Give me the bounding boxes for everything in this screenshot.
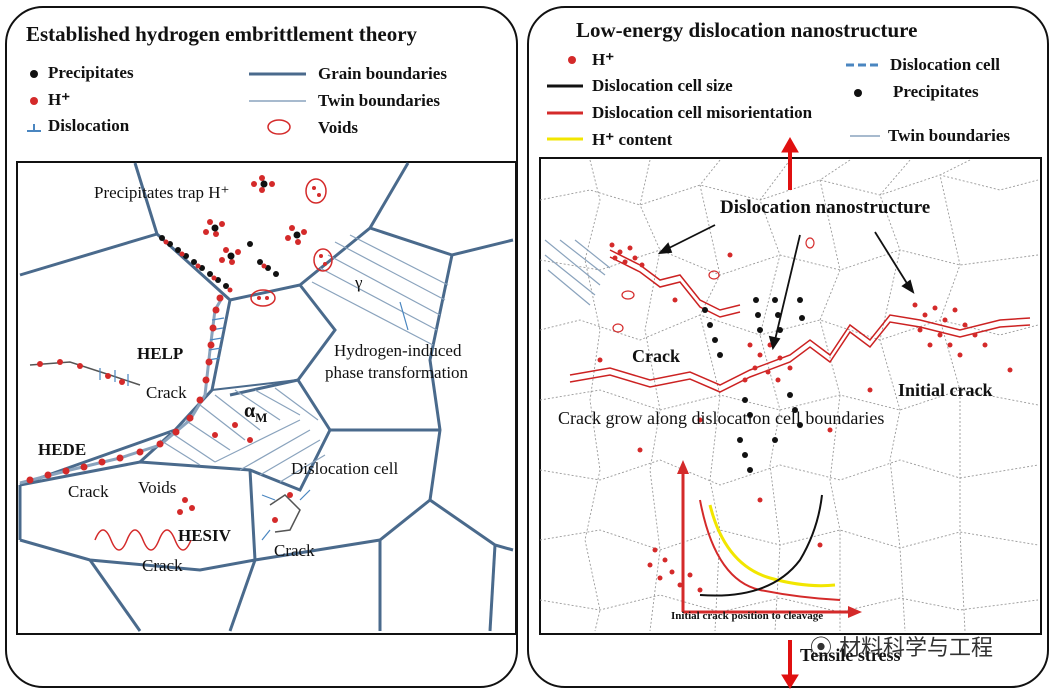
h-plus-clusters-right: [597, 242, 1013, 593]
cell-crack: [269, 494, 301, 533]
label-crack-hesiv: Crack: [142, 556, 183, 575]
legend-misorientation: Dislocation cell misorientation: [592, 103, 813, 122]
label-crack-hede: Crack: [68, 482, 109, 501]
label-crack-help: Crack: [146, 383, 187, 402]
legend-grain-boundaries: Grain boundaries: [318, 64, 447, 83]
label-crack-grow: Crack grow along dislocation cell bounda…: [558, 408, 885, 428]
label-phase-transformation: phase transformation: [325, 363, 469, 382]
twin-lamellae-right: [544, 239, 611, 306]
precipitate-chain: [159, 235, 279, 289]
left-title: Established hydrogen embrittlement theor…: [26, 22, 418, 46]
legend-h-plus: H⁺: [48, 90, 71, 109]
legend-precipitates-right: Precipitates: [893, 82, 979, 101]
void-h-plus: [257, 186, 327, 300]
label-voids: Voids: [138, 478, 177, 497]
label-tensile-stress: Tensile stress: [800, 645, 901, 665]
legend-dislocation: Dislocation: [48, 116, 130, 135]
precipitate-legend-icon: [30, 70, 38, 78]
tensile-arrows: [781, 136, 799, 689]
legend-dislocation-cell: Dislocation cell: [890, 55, 1001, 74]
legend-cell-size: Dislocation cell size: [592, 76, 733, 95]
gamma-twins: [311, 234, 449, 346]
precipitate-chains-right: [702, 297, 805, 473]
legend-h-plus-right: H⁺: [592, 50, 615, 69]
voids-right: [612, 237, 815, 333]
label-precipitates-trap: Precipitates trap H⁺: [94, 183, 230, 202]
label-hydrogen-induced: Hydrogen-induced: [334, 341, 462, 360]
label-crack-cell: Crack: [274, 541, 315, 560]
help-crack: [29, 361, 141, 386]
legend-twin-boundaries: Twin boundaries: [318, 91, 441, 110]
nanostructure-arrows: [657, 224, 915, 351]
label-initial-crack-position: Initial crack position to cleavage: [671, 610, 824, 622]
void-legend-icon: [267, 119, 291, 135]
legend-twin-boundaries-right: Twin boundaries: [888, 126, 1011, 145]
h-plus-legend-icon: [30, 97, 38, 105]
precipitate-h-plus: [163, 239, 267, 293]
label-hesiv: HESIV: [178, 526, 231, 545]
label-initial-crack: Initial crack: [898, 380, 993, 400]
martensite-laths: [137, 378, 332, 492]
dislocation-legend-icon: [27, 124, 41, 132]
precipitate-legend-icon-right: [854, 89, 862, 97]
watermark: ⦿ 材料科学与工程: [810, 630, 993, 662]
label-dislocation-cell: Dislocation cell: [291, 459, 399, 478]
precipitate-clusters: [203, 175, 307, 265]
voids: [250, 178, 333, 307]
watermark-text: 材料科学与工程: [839, 636, 994, 661]
label-dislocation-nanostructure: Dislocation nanostructure: [720, 197, 931, 218]
hesiv-wavy-crack: [94, 529, 192, 551]
wechat-icon: ⦿: [810, 636, 833, 661]
legend-voids: Voids: [318, 118, 359, 137]
label-alpha-m: αM: [244, 400, 268, 425]
left-microstructure-frame: [16, 161, 517, 635]
h-plus-legend-icon-right: [568, 56, 576, 64]
right-title: Low-energy dislocation nanostructure: [576, 18, 918, 42]
gamma-arrow: [399, 301, 409, 331]
h-plus-dots-left: [26, 294, 293, 523]
label-crack-right: Crack: [632, 346, 680, 366]
label-gamma: γ: [355, 273, 363, 292]
legend-h-content: H⁺ content: [592, 130, 673, 149]
misorientation-crack: [569, 249, 1031, 393]
label-help: HELP: [137, 344, 184, 363]
inset-plot: [677, 460, 862, 618]
label-hede: HEDE: [38, 440, 87, 459]
legend-precipitates: Precipitates: [48, 63, 134, 82]
